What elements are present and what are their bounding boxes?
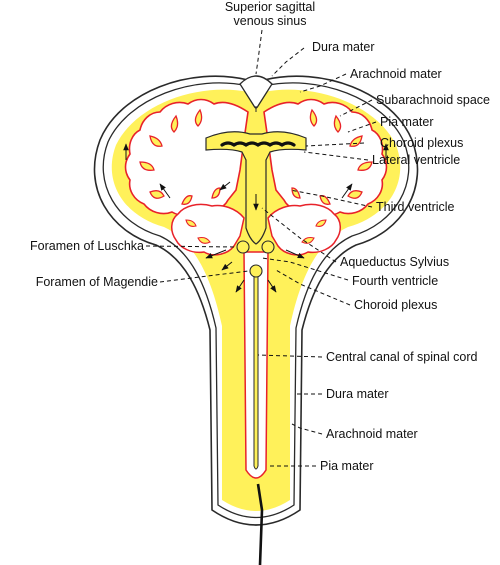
label-central-canal: Central canal of spinal cord — [326, 350, 478, 364]
choroid-plexus-lateral — [220, 141, 296, 147]
label-pia-mater-top: Pia mater — [380, 115, 434, 129]
label-choroid-plexus-bottom: Choroid plexus — [354, 298, 437, 312]
foramen-luschka-right — [261, 240, 275, 254]
label-aqueductus-sylvius: Aqueductus Sylvius — [340, 255, 449, 269]
labels: Superior sagittal venous sinus Dura mate… — [30, 0, 490, 473]
label-foramen-magendie: Foramen of Magendie — [36, 275, 158, 289]
filum-terminale — [256, 483, 264, 565]
label-fourth-ventricle: Fourth ventricle — [352, 274, 438, 288]
lateral-ventricle — [205, 131, 307, 245]
csf-flow-arrows — [123, 143, 389, 293]
label-dura-mater-top: Dura mater — [312, 40, 375, 54]
label-dura-mater-bottom: Dura mater — [326, 387, 389, 401]
foramen-luschka-left — [236, 240, 250, 254]
central-canal — [253, 269, 259, 470]
label-pia-mater-bottom: Pia mater — [320, 459, 374, 473]
label-third-ventricle: Third ventricle — [376, 200, 455, 214]
leader-lines — [145, 29, 377, 467]
label-choroid-plexus-top: Choroid plexus — [380, 136, 463, 150]
label-lateral-ventricle: Lateral ventricle — [372, 153, 460, 167]
foramen-magendie — [249, 264, 263, 278]
label-superior-sagittal-1: Superior sagittal — [225, 0, 315, 14]
label-subarachnoid-space: Subarachnoid space — [376, 93, 490, 107]
label-arachnoid-mater-top: Arachnoid mater — [350, 67, 442, 81]
cerebellum-right — [267, 203, 341, 256]
right-gyri — [291, 108, 373, 205]
superior-sagittal-sinus — [239, 75, 273, 109]
label-superior-sagittal-2: venous sinus — [234, 14, 307, 28]
label-foramen-luschka: Foramen of Luschka — [30, 239, 144, 253]
label-arachnoid-mater-bottom: Arachnoid mater — [326, 427, 418, 441]
